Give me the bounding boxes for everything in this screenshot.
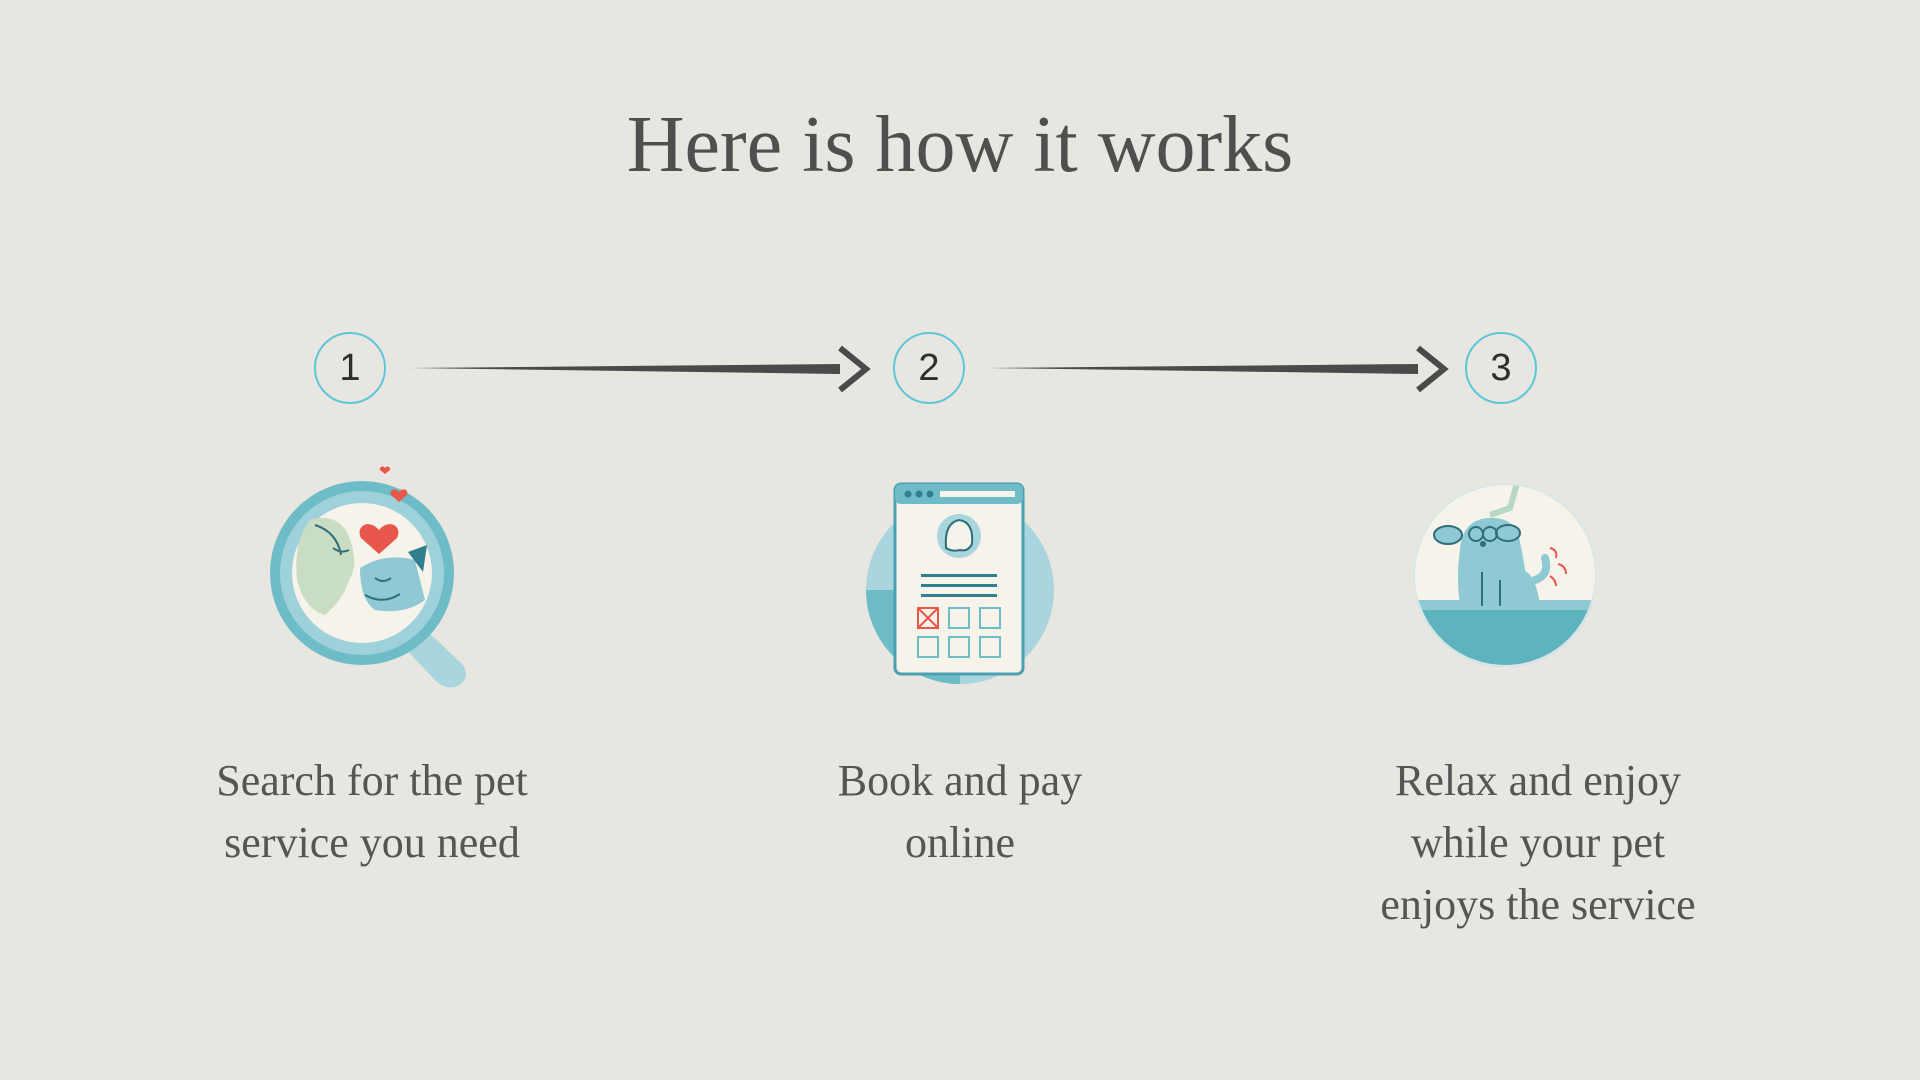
step-3-caption: Relax and enjoy while your pet enjoys th… [1318,750,1758,936]
caption-line: Relax and enjoy [1395,756,1681,805]
happy-dog-icon [1413,483,1597,667]
caption-line: while your pet [1410,818,1666,867]
step-1-caption: Search for the pet service you need [152,750,592,874]
magnifier-pets-icon [270,466,467,688]
caption-line: enjoys the service [1380,880,1696,929]
caption-line: online [905,818,1015,867]
caption-line: Search for the pet [216,756,528,805]
booking-form-icon [866,482,1054,684]
caption-line: Book and pay [837,756,1083,805]
arrow-right-icon [410,345,871,393]
page-title: Here is how it works [626,101,1294,189]
arrow-right-icon [988,345,1449,393]
step-1-number: 1 [314,332,386,404]
step-2-caption: Book and pay online [740,750,1180,874]
caption-line: service you need [224,818,520,867]
step-2-number: 2 [893,332,965,404]
step-3-number: 3 [1465,332,1537,404]
